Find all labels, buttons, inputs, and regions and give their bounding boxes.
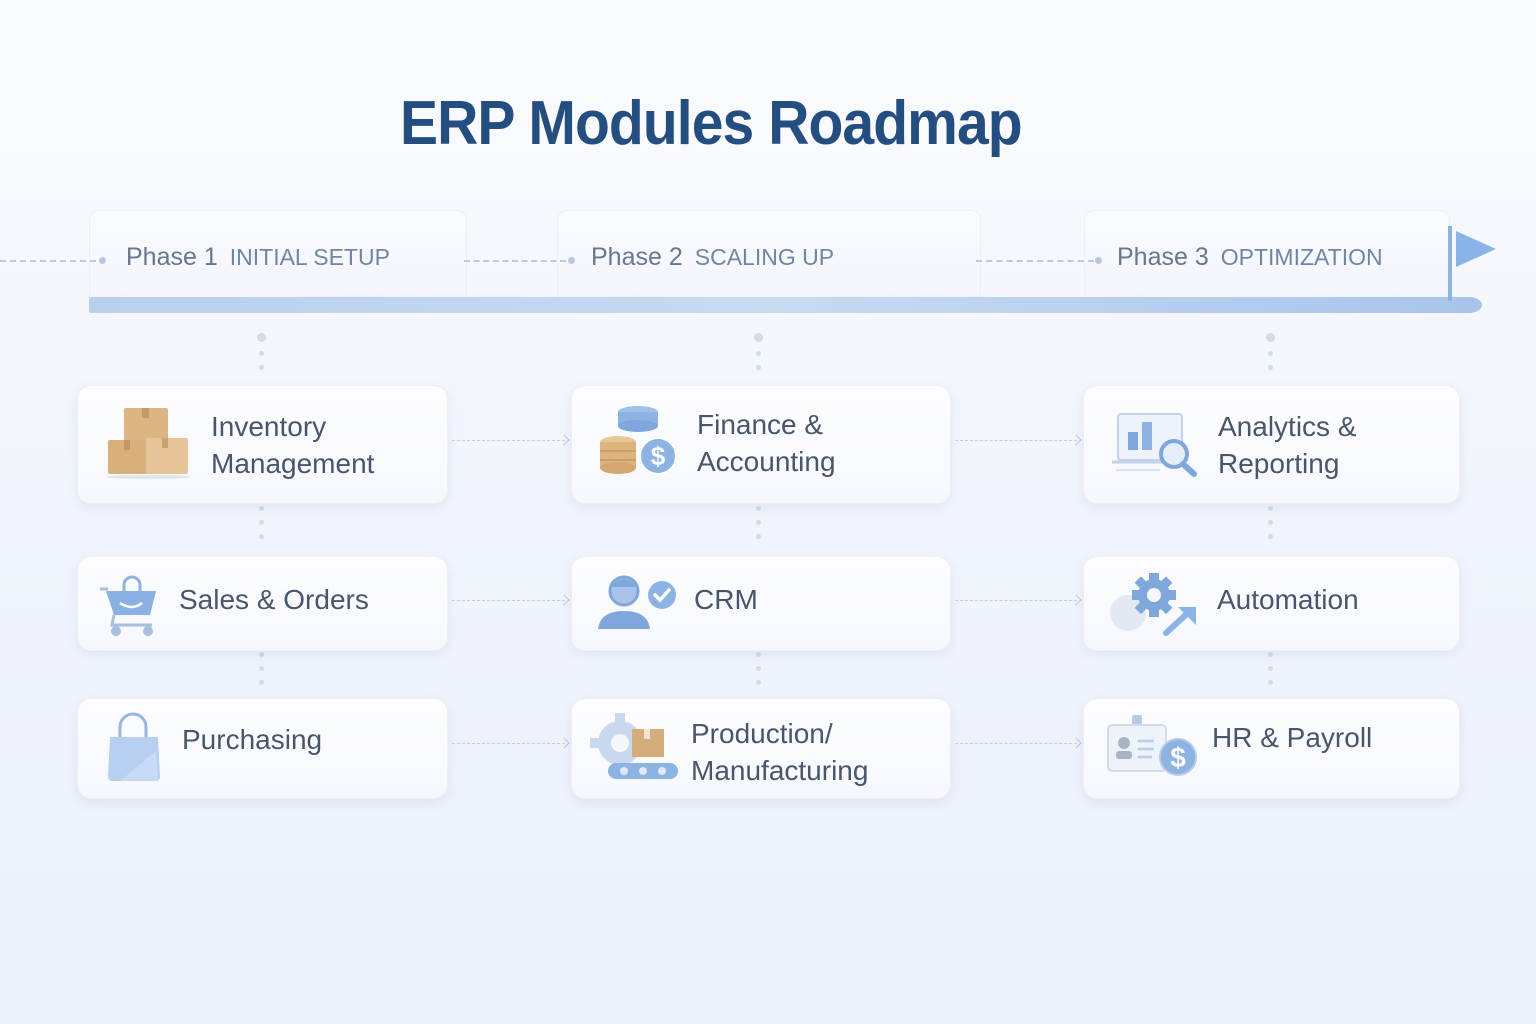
finish-flag-icon	[1456, 231, 1496, 267]
module-label: HR & Payroll	[1212, 722, 1373, 753]
connector-col3-row2-row3	[1267, 652, 1273, 685]
phase-3-name: OPTIMIZATION	[1220, 244, 1383, 270]
phase-3-label: Phase 3 OPTIMIZATION	[1117, 243, 1383, 272]
timeline-bar	[89, 297, 1469, 313]
connector-col1-row1-row2	[258, 506, 264, 539]
phase-2-label: Phase 2 SCALING UP	[591, 243, 834, 272]
phase-3-number: Phase 3	[1117, 243, 1209, 271]
arrow-row3-col2-col3	[955, 737, 1082, 749]
module-label: Purchasing	[182, 724, 323, 755]
arrow-row2-col2-col3	[955, 594, 1082, 606]
module-label: Inventory Management	[211, 411, 375, 479]
module-card-finance-accounting[interactable]: $ Finance & Accounting	[571, 385, 951, 504]
svg-text:$: $	[1170, 742, 1186, 773]
phase-1-header	[89, 210, 467, 300]
svg-text:$: $	[651, 441, 666, 471]
module-card-purchasing[interactable]: Purchasing	[77, 698, 448, 799]
module-card-sales-orders[interactable]: Sales & Orders	[77, 556, 448, 651]
module-card-automation[interactable]: Automation	[1083, 556, 1460, 651]
module-label: Automation	[1217, 584, 1359, 615]
coins-dollar-icon: $	[600, 406, 677, 475]
module-card-hr-payroll[interactable]: $ HR & Payroll	[1083, 698, 1460, 799]
phase-1-name: INITIAL SETUP	[229, 244, 390, 270]
arrow-row2-col1-col2	[452, 594, 570, 606]
connector-col2-row2-row3	[755, 652, 761, 685]
module-label: CRM	[694, 584, 758, 615]
connector-col3-row1-row2	[1267, 506, 1273, 539]
timeline-dash-2-3	[976, 260, 1094, 262]
shopping-cart-icon	[100, 575, 156, 636]
module-label: Sales & Orders	[179, 584, 369, 615]
phase-1-dot	[99, 257, 106, 264]
module-card-crm[interactable]: CRM	[571, 556, 951, 651]
phase-2-name: SCALING UP	[694, 244, 835, 270]
connector-col1-row2-row3	[258, 652, 264, 685]
customer-check-icon	[598, 575, 676, 629]
connector-phase3-row1	[1265, 333, 1275, 370]
module-label: Analytics & Reporting	[1218, 411, 1357, 479]
roadmap-title: ERP Modules Roadmap	[400, 89, 1023, 158]
timeline-dash-1-2	[464, 260, 566, 262]
module-label: Production/ Manufacturing	[691, 718, 869, 786]
boxes-icon	[106, 408, 190, 479]
module-label: Finance & Accounting	[697, 409, 836, 477]
gear-arrow-icon	[1110, 573, 1196, 636]
arrow-row1-col1-col2	[452, 434, 570, 446]
phase-1-label: Phase 1 INITIAL SETUP	[126, 243, 390, 272]
gear-conveyor-icon	[590, 713, 678, 779]
arrow-row1-col2-col3	[955, 434, 1082, 446]
phase-2-dot	[568, 257, 575, 264]
arrow-row3-col1-col2	[452, 737, 570, 749]
phase-2-header	[557, 210, 981, 300]
timeline-dash-start	[0, 260, 96, 262]
module-card-inventory-management[interactable]: Inventory Management	[77, 385, 448, 504]
phase-3-dot	[1095, 257, 1102, 264]
phase-2-number: Phase 2	[591, 243, 683, 271]
timeline-arrow-cap	[1456, 297, 1482, 313]
chart-magnifier-icon	[1112, 413, 1197, 477]
connector-phase1-row1	[256, 333, 266, 370]
id-badge-dollar-icon: $	[1107, 715, 1197, 776]
shopping-bag-icon	[108, 712, 160, 781]
flag-pole	[1448, 226, 1452, 301]
phase-1-number: Phase 1	[126, 243, 218, 271]
module-card-analytics-reporting[interactable]: Analytics & Reporting	[1083, 385, 1460, 504]
module-card-production-manufacturing[interactable]: Production/ Manufacturing	[571, 698, 951, 799]
connector-phase2-row1	[753, 333, 763, 370]
connector-col2-row1-row2	[755, 506, 761, 539]
